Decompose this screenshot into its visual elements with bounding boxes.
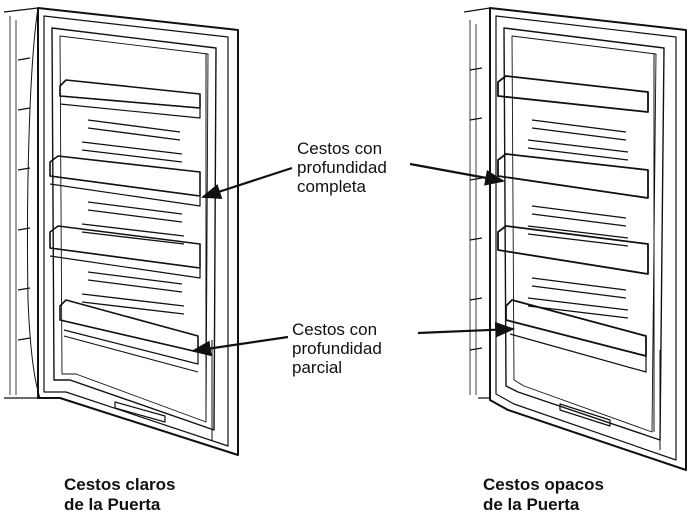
callout-partial-depth-line-3: parcial <box>292 358 343 377</box>
caption-opaque-bins: Cestos opacos de la Puerta <box>483 475 604 515</box>
left-bin-3 <box>49 225 201 279</box>
arrow-full-depth-right <box>409 162 505 186</box>
right-cabinet-edge <box>463 7 491 399</box>
right-bin-4 <box>505 299 647 373</box>
callout-partial-depth: Cestos con profundidad parcial <box>292 320 382 377</box>
callout-full-depth-line-3: completa <box>297 177 366 196</box>
arrow-partial-depth-right <box>417 321 515 338</box>
left-door-liner <box>51 27 217 431</box>
caption-clear-bins: Cestos claros de la Puerta <box>64 475 176 515</box>
callout-full-depth-line-1: Cestos con <box>297 139 383 158</box>
left-door <box>3 7 239 456</box>
left-bin-1 <box>59 79 201 119</box>
callout-partial-depth-line-2: profundidad <box>292 339 382 358</box>
caption-opaque-bins-line-1: Cestos opacos <box>483 475 604 494</box>
caption-opaque-bins-line-2: de la Puerta <box>483 495 580 514</box>
left-bin-2 <box>49 155 201 207</box>
right-door <box>463 7 687 471</box>
arrow-partial-depth-left <box>191 335 289 357</box>
right-bin-3 <box>497 225 649 275</box>
right-bin-1 <box>497 75 649 113</box>
arrow-full-depth-left <box>201 166 293 200</box>
left-bin-4 <box>59 299 199 365</box>
right-bin-2 <box>497 153 649 199</box>
callout-arrows <box>191 162 515 357</box>
left-door-frame <box>37 7 239 456</box>
callout-full-depth: Cestos con profundidad completa <box>297 139 387 196</box>
callout-full-depth-line-2: profundidad <box>297 158 387 177</box>
caption-clear-bins-line-2: de la Puerta <box>64 495 161 514</box>
callout-partial-depth-line-1: Cestos con <box>292 320 378 339</box>
right-door-frame <box>489 7 687 471</box>
caption-clear-bins-line-1: Cestos claros <box>64 475 176 494</box>
